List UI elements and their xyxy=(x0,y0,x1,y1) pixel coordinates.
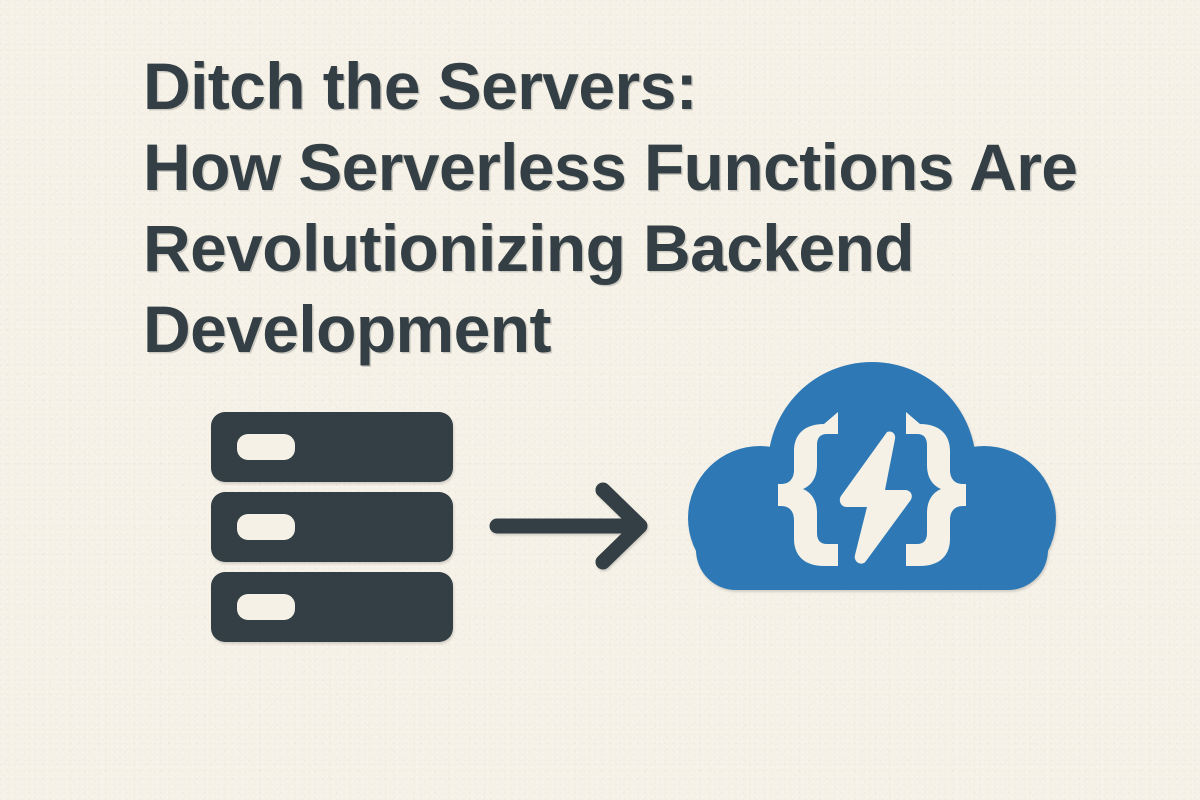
page-title: Ditch the Servers: How Serverless Functi… xyxy=(143,49,1078,366)
arrow-right-icon xyxy=(489,482,648,570)
lightning-bolt-glyph xyxy=(839,431,912,564)
server-unit-3 xyxy=(211,572,453,642)
left-curly-brace-glyph xyxy=(778,412,838,566)
right-curly-brace-glyph xyxy=(906,412,966,566)
server-unit-2 xyxy=(211,492,453,562)
server-led-3 xyxy=(237,594,295,620)
arrow-head xyxy=(595,482,648,570)
cloud-function-icon xyxy=(688,362,1056,590)
server-stack-icon xyxy=(211,412,453,642)
server-unit-1 xyxy=(211,412,453,482)
server-led-1 xyxy=(237,434,295,460)
server-led-2 xyxy=(237,514,295,540)
